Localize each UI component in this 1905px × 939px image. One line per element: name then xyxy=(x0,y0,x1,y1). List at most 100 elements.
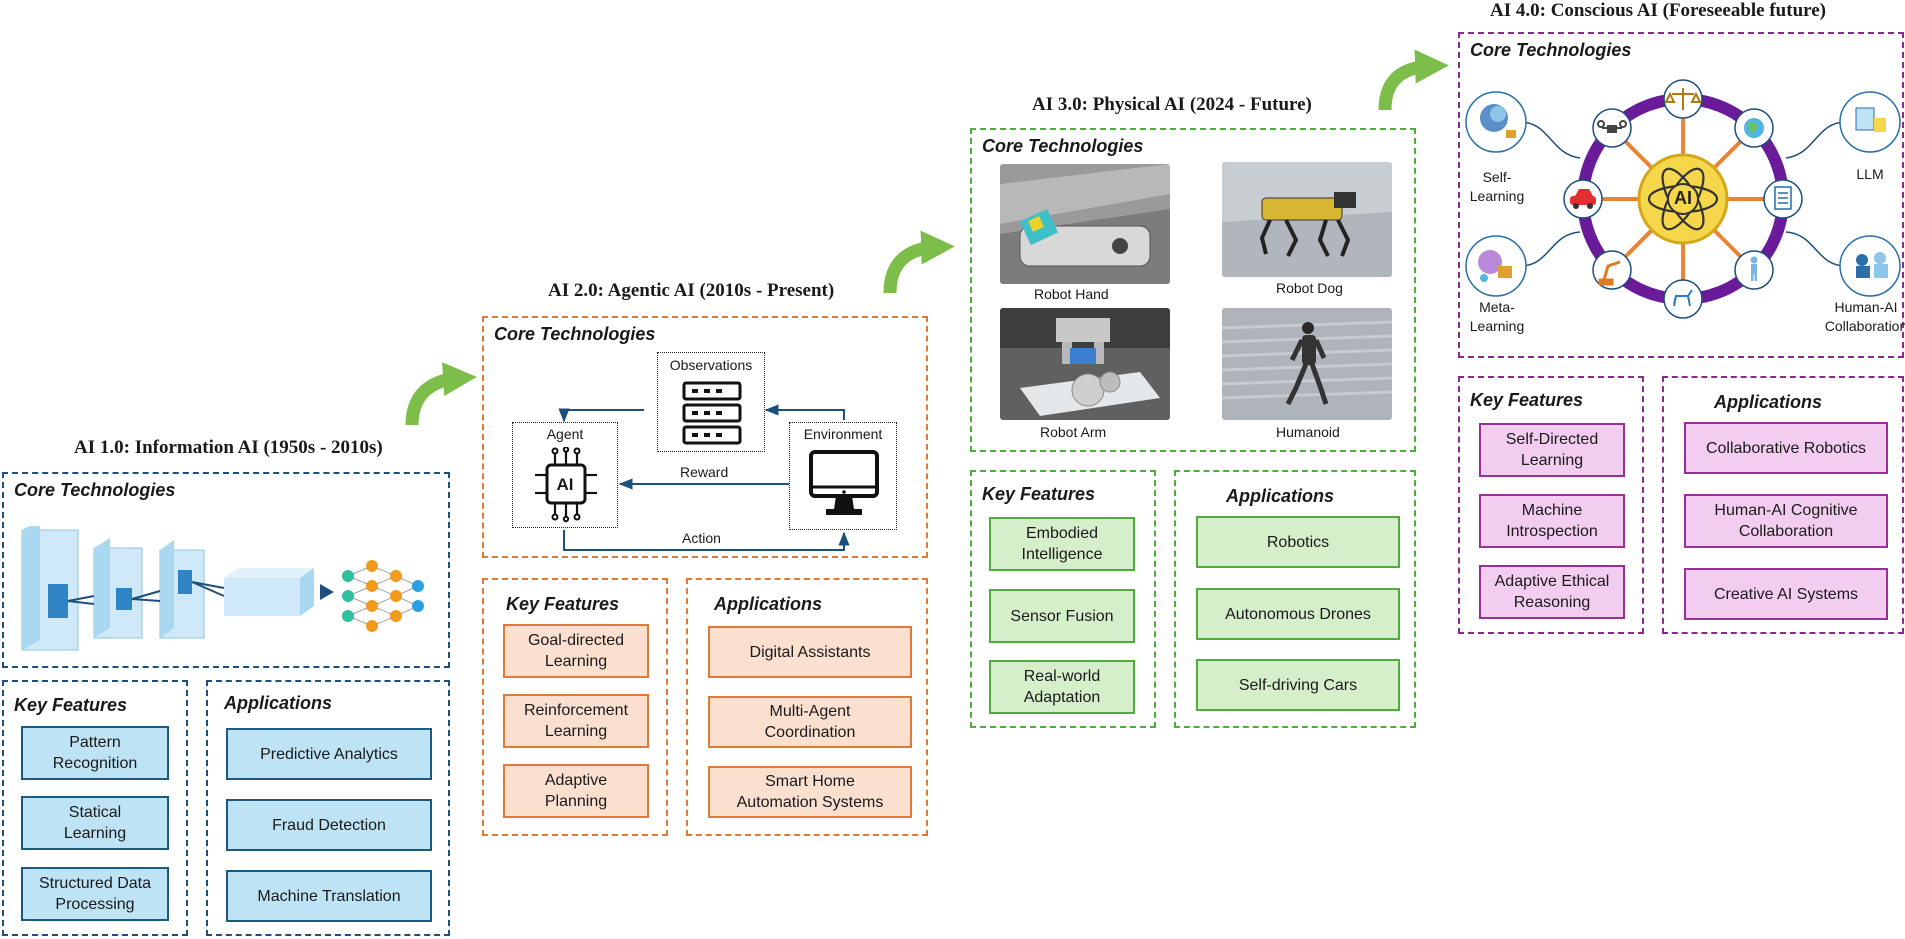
era2-key-features-panel: Key Features Goal-directed Learning Rein… xyxy=(482,578,668,836)
scales-icon xyxy=(1664,88,1702,110)
robot-arm-label: Robot Arm xyxy=(1040,424,1107,440)
era2-apps-title: Applications xyxy=(714,594,823,614)
era4-title: AI 4.0: Conscious AI (Foreseeable future… xyxy=(1490,0,1826,21)
era4-applications-panel: Applications Collaborative Robotics Huma… xyxy=(1662,376,1904,634)
era4-core-panel: Core Technologies xyxy=(1458,32,1905,358)
era3-core-panel: Core Technologies Robot Hand Robot Dog R… xyxy=(970,128,1416,452)
era2-feature-1: Goal-directed Learning xyxy=(503,624,649,678)
checklist-icon xyxy=(1774,186,1792,210)
era4-core-title: Core Technologies xyxy=(1470,40,1632,60)
llm-label: LLM xyxy=(1856,166,1884,182)
era2-title: AI 2.0: Agentic AI (2010s - Present) xyxy=(548,280,835,301)
era1-applications-panel: Applications Predictive Analytics Fraud … xyxy=(206,680,450,936)
robot-arm-icon xyxy=(1598,260,1621,286)
neural-network-icon xyxy=(342,560,424,632)
ai-hub-label: AI xyxy=(1674,188,1692,208)
robot-dog-label: Robot Dog xyxy=(1276,280,1343,296)
era1-application-3: Machine Translation xyxy=(226,870,432,922)
era3-title: AI 3.0: Physical AI (2024 - Future) xyxy=(1032,94,1312,115)
era3-apps-title: Applications xyxy=(1226,486,1335,506)
era1-key-features-panel: Key Features Pattern Recognition Statica… xyxy=(2,680,188,936)
environment-label: Environment xyxy=(803,426,883,442)
cnn-illustration xyxy=(21,526,424,651)
era4-application-2: Human-AI Cognitive Collaboration xyxy=(1684,494,1888,548)
ai-hub-diagram xyxy=(1465,79,1901,319)
humanoid-image xyxy=(1222,308,1392,420)
cnn-layer-1 xyxy=(21,526,79,651)
era3-application-1: Robotics xyxy=(1196,516,1400,568)
era2-application-3: Smart Home Automation Systems xyxy=(708,766,912,818)
era3-feature-3: Real-world Adaptation xyxy=(989,660,1135,714)
era2-applications-panel: Applications Digital Assistants Multi-Ag… xyxy=(686,578,928,836)
robot-hand-label: Robot Hand xyxy=(1034,286,1109,302)
era3-core-title: Core Technologies xyxy=(982,136,1144,156)
ai-chip-label: AI xyxy=(556,475,574,494)
era2-core-panel: Core Technologies Observations Agent xyxy=(482,316,928,558)
rl-loop-arrows xyxy=(558,404,850,551)
llm-icon xyxy=(1839,91,1901,153)
agent-label: Agent xyxy=(546,426,584,442)
era4-apps-title: Applications xyxy=(1714,392,1823,412)
era2-core-title: Core Technologies xyxy=(494,324,656,344)
human-ai-collaboration-label: Human-AI Collaboration xyxy=(1824,299,1905,334)
era1-feature-2: Statical Learning xyxy=(21,796,169,850)
meta-learning-label: Meta- Learning xyxy=(1469,299,1525,334)
robot-hand-image xyxy=(1000,164,1170,284)
car-icon xyxy=(1570,189,1596,209)
cnn-layer-2 xyxy=(93,538,143,639)
robot-dog-image xyxy=(1222,162,1392,277)
era3-application-2: Autonomous Drones xyxy=(1196,588,1400,640)
era4-feature-1: Self-Directed Learning xyxy=(1479,423,1625,477)
era1-feature-3: Structured Data Processing xyxy=(21,867,169,921)
era2-feature-3: Adaptive Planning xyxy=(503,764,649,818)
era3-key-title: Key Features xyxy=(982,484,1096,504)
era4-key-features-panel: Key Features Self-Directed Learning Mach… xyxy=(1458,376,1644,634)
era4-feature-2: Machine Introspection xyxy=(1479,494,1625,548)
humanoid-icon xyxy=(1750,256,1758,281)
era2-feature-2: Reinforcement Learning xyxy=(503,694,649,748)
cnn-layer-3 xyxy=(159,540,205,639)
progress-arrow-2 xyxy=(883,230,955,294)
agent-box: Agent AI xyxy=(512,422,618,528)
robot-arm-image xyxy=(1000,308,1170,420)
self-learning-icon xyxy=(1465,91,1527,153)
era4-feature-3: Adaptive Ethical Reasoning xyxy=(1479,565,1625,619)
era3-key-features-panel: Key Features Embodied Intelligence Senso… xyxy=(970,470,1156,728)
progress-arrow-1 xyxy=(405,362,477,426)
era3-feature-1: Embodied Intelligence xyxy=(989,517,1135,571)
era3-feature-2: Sensor Fusion xyxy=(989,589,1135,643)
human-ai-collaboration-icon xyxy=(1839,235,1901,297)
era4-key-title: Key Features xyxy=(1470,390,1584,410)
self-learning-label: Self- Learning xyxy=(1469,169,1525,204)
era1-title: AI 1.0: Information AI (1950s - 2010s) xyxy=(74,437,383,458)
humanoid-label: Humanoid xyxy=(1276,424,1340,440)
monitor-icon xyxy=(809,450,879,515)
reward-label: Reward xyxy=(680,464,729,480)
observations-box: Observations xyxy=(657,352,765,452)
era1-core-panel: Core Technologies xyxy=(2,472,450,668)
era2-application-2: Multi-Agent Coordination xyxy=(708,696,912,748)
robot-pet-icon xyxy=(1673,289,1693,307)
ai-hub-icon xyxy=(1637,153,1729,245)
observations-label: Observations xyxy=(669,357,753,373)
era1-apps-title: Applications xyxy=(224,693,333,713)
drone-icon xyxy=(1597,120,1627,133)
server-icon xyxy=(682,381,742,445)
era1-feature-1: Pattern Recognition xyxy=(21,726,169,780)
era3-applications-panel: Applications Robotics Autonomous Drones … xyxy=(1174,470,1416,728)
era1-key-title: Key Features xyxy=(14,695,128,715)
era3-application-3: Self-driving Cars xyxy=(1196,659,1400,711)
action-label: Action xyxy=(682,530,721,546)
era2-key-title: Key Features xyxy=(506,594,620,614)
ai-chip-icon xyxy=(535,447,597,523)
progress-arrow-3 xyxy=(1378,49,1449,111)
era1-application-1: Predictive Analytics xyxy=(226,728,432,780)
era4-application-1: Collaborative Robotics xyxy=(1684,422,1888,474)
era2-application-1: Digital Assistants xyxy=(708,626,912,678)
era1-core-title: Core Technologies xyxy=(14,480,176,500)
era4-application-3: Creative AI Systems xyxy=(1684,568,1888,620)
environment-box: Environment xyxy=(789,422,897,530)
era1-application-2: Fraud Detection xyxy=(226,799,432,851)
meta-learning-icon xyxy=(1465,235,1527,297)
